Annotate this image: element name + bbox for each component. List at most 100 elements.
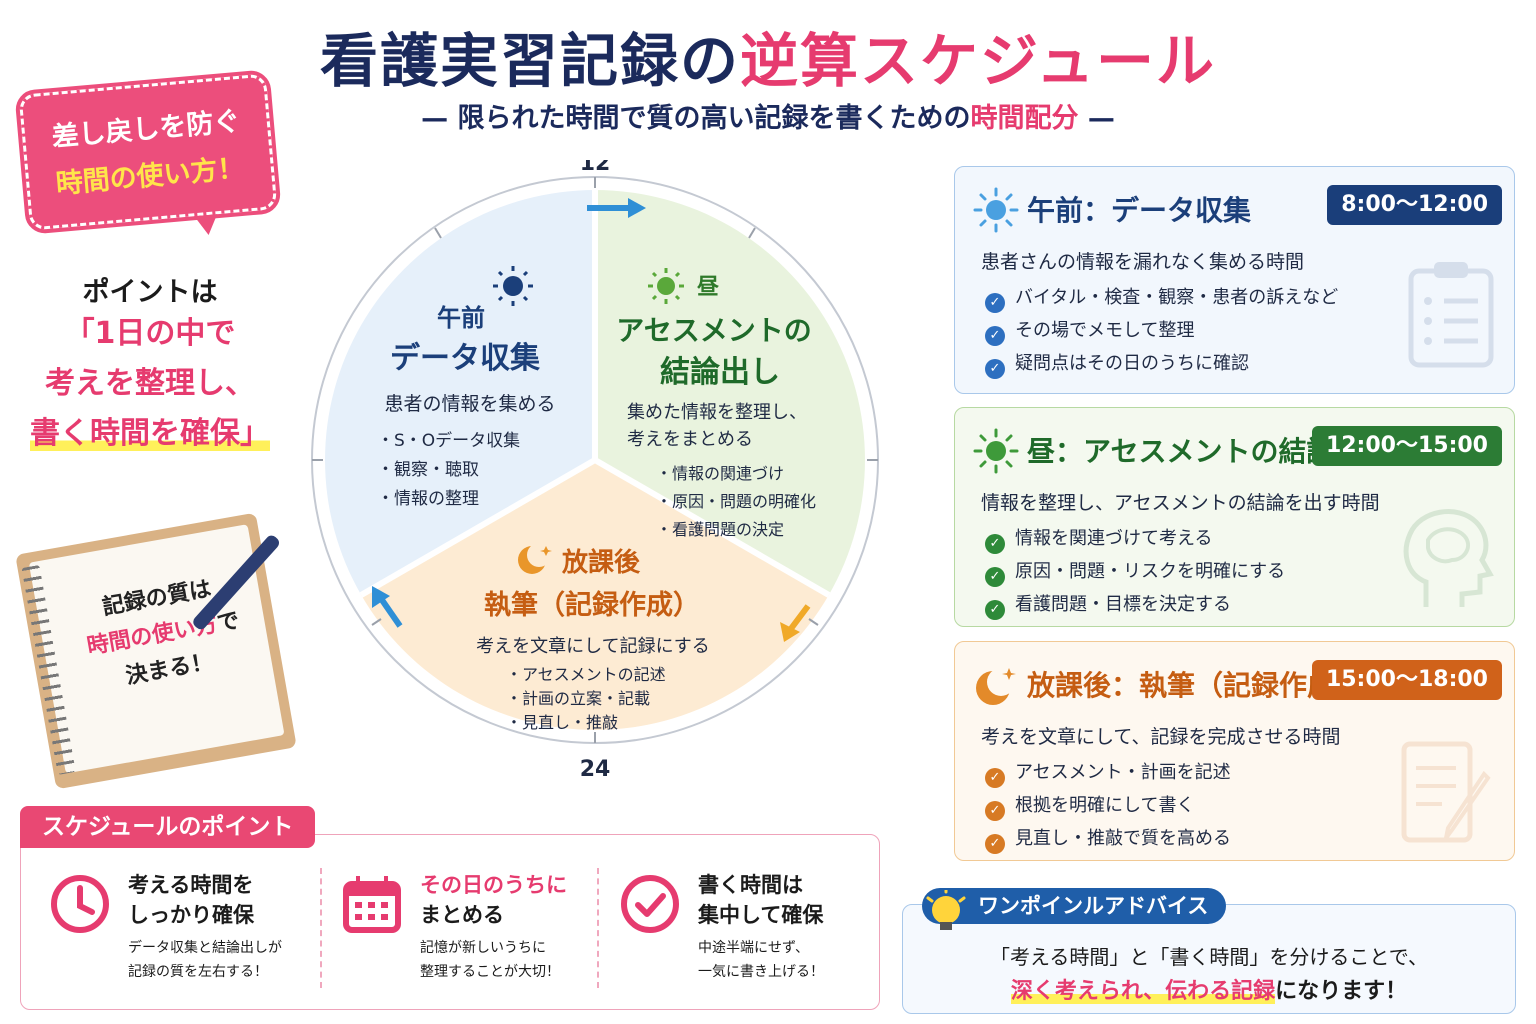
list-item: ✓アセスメント・計画を記述 [985,762,1231,795]
card-morning-desc: 患者さんの情報を漏れなく集める時間 [981,251,1305,273]
page-title: 看護実習記録の逆算スケジュール [320,27,1216,95]
segment-evening [361,460,829,730]
point-lead: ポイントは [82,277,218,308]
check-icon: ✓ [985,801,1005,821]
card-noon: 昼：アセスメントの結論出し 12:00〜15:00 情報を整理し、アセスメントの… [954,407,1515,627]
schedule-point-note: データ収集と結論出しが記録の質を左右する！ [128,940,282,980]
segment-morning-title: データ収集 [390,341,541,376]
card-morning-list: ✓バイタル・検査・観察・患者の訴えなど ✓その場でメモして整理 ✓疑問点はその日… [985,287,1338,386]
page-subtitle: — 限られた時間で質の高い記録を書くための時間配分 — [421,103,1115,134]
notepad-pen-icon [1401,741,1491,843]
check-icon: ✓ [985,534,1005,554]
sun-icon [973,428,1019,474]
advice-line2: 深く考えられ、伝わる記録になります！ [1010,979,1408,1004]
schedule-point-heading: その日のうちにまとめる [420,873,567,927]
calendar-icon [343,876,401,933]
tick [808,618,819,626]
clock-number-24: 24 [580,757,611,780]
advice-line1: 「考える時間」と「書く時間」を分けることで、 [990,945,1428,969]
card-evening-list: ✓アセスメント・計画を記述 ✓根拠を明確にして書く ✓見直し・推敲で質を高める [985,762,1231,861]
clock-diagram: 12 18 24 6 午前 データ収集 患者の情報を集める ・S・Oデータ収集 … [311,160,879,780]
point-line1: 「1日の中で [64,316,236,351]
segment-evening-label: 放課後 [561,547,641,578]
check-icon: ✓ [985,326,1005,346]
card-evening-desc: 考えを文章にして、記録を完成させる時間 [981,726,1341,748]
divider [593,457,831,598]
clipboard-icon [1408,262,1494,368]
segment-noon-desc-2: 考えをまとめる [627,429,753,450]
check-icon: ✓ [985,293,1005,313]
schedule-point-heading: 書く時間は集中して確保 [698,873,824,927]
point-line3: 書く時間を確保」 [30,416,270,451]
arrow-icon [780,604,811,642]
sun-icon [648,268,684,304]
check-circle-icon [621,875,679,933]
schedule-point-note: 中途半端にせず、一気に書き上げる！ [698,940,824,980]
segment-evening-bullet: ・計画の立案・記載 [506,689,650,708]
point-line2: 考えを整理し、 [45,366,255,401]
clock-number-12: 12 [580,160,611,176]
segment-noon-label: 昼 [697,275,720,300]
key-point: ポイントは 「1日の中で 考えを整理し、 書く時間を確保」 [0,270,300,459]
schedule-point-heading: 考える時間をしっかり確保 [128,873,254,927]
card-evening-title: 放課後：執筆（記録作成） [1027,669,1364,702]
schedule-points-panel [20,834,880,1010]
list-item: ✓バイタル・検査・観察・患者の訴えなど [985,287,1338,320]
card-noon-list: ✓情報を関連づけて考える ✓原因・問題・リスクを明確にする ✓看護問題・目標を決… [985,528,1285,627]
divider [597,868,599,988]
segment-noon-title-2: 結論出し [660,355,780,390]
check-icon: ✓ [985,834,1005,854]
lightbulb-icon [926,890,966,930]
advice-panel: 「考える時間」と「書く時間」を分けることで、 深く考えられ、伝わる記録になります… [902,904,1516,1014]
list-item: ✓情報を関連づけて考える [985,528,1285,561]
segment-noon-bullet: ・原因・問題の明確化 [656,492,816,511]
sun-icon [493,266,533,306]
segment-noon-desc-1: 集めた情報を整理し、 [627,402,807,423]
segment-noon-bullet: ・看護問題の決定 [656,520,784,539]
card-evening: 放課後：執筆（記録作成） 15:00〜18:00 考えを文章にして、記録を完成さ… [954,641,1515,861]
list-item: ✓原因・問題・リスクを明確にする [985,561,1285,594]
tick [371,618,382,626]
arrow-icon [587,198,646,218]
brain-head-icon [1403,509,1494,607]
segment-morning-desc: 患者の情報を集める [384,393,555,415]
segment-evening-bullet: ・アセスメントの記述 [506,665,666,684]
segment-noon-bullet: ・情報の関連づけ [656,464,784,483]
segment-noon-title-1: アセスメントの [616,314,811,347]
segment-evening-bullet: ・見直し・推敲 [506,713,618,732]
segment-morning-bullet: ・情報の整理 [377,489,479,509]
tick [748,227,756,239]
list-item: ✓看護問題・目標を決定する [985,594,1285,627]
segment-morning-bullet: ・観察・聴取 [377,460,479,480]
check-icon: ✓ [985,768,1005,788]
sun-icon [973,187,1019,233]
moon-icon [518,543,552,574]
list-item: ✓その場でメモして整理 [985,320,1338,353]
check-icon: ✓ [985,600,1005,620]
card-noon-desc: 情報を整理し、アセスメントの結論を出す時間 [981,492,1380,514]
divider [359,457,597,598]
segment-morning [325,190,595,595]
schedule-points-tab: スケジュールのポイント [20,806,316,848]
advice-tab: ワンポインルアドバイス [922,888,1227,924]
card-morning-title: 午前：データ収集 [1027,194,1252,227]
segment-evening-desc: 考えを文章にして記録にする [476,636,710,657]
schedule-point-note: 記憶が新しいうちに整理することが大切！ [420,940,560,980]
segment-evening-title: 執筆（記録作成） [484,589,700,621]
list-item: ✓疑問点はその日のうちに確認 [985,353,1338,386]
segment-morning-bullet: ・S・Oデータ収集 [377,430,520,451]
clock-icon [51,875,109,933]
divider [320,868,322,988]
card-morning: 午前：データ収集 8:00〜12:00 患者さんの情報を漏れなく集める時間 ✓バ… [954,166,1515,394]
tick [434,227,442,239]
segment-morning-label: 午前 [437,304,485,332]
speech-bubble: 差し戻しを防ぐ 時間の使い方！ [14,68,282,236]
card-morning-time-badge: 8:00〜12:00 [1327,185,1502,225]
list-item: ✓根拠を明確にして書く [985,795,1231,828]
check-icon: ✓ [985,567,1005,587]
check-icon: ✓ [985,359,1005,379]
card-noon-time-badge: 12:00〜15:00 [1311,426,1502,466]
moon-icon [976,668,1016,705]
list-item: ✓見直し・推敲で質を高める [985,828,1231,861]
arrow-icon [372,586,403,628]
